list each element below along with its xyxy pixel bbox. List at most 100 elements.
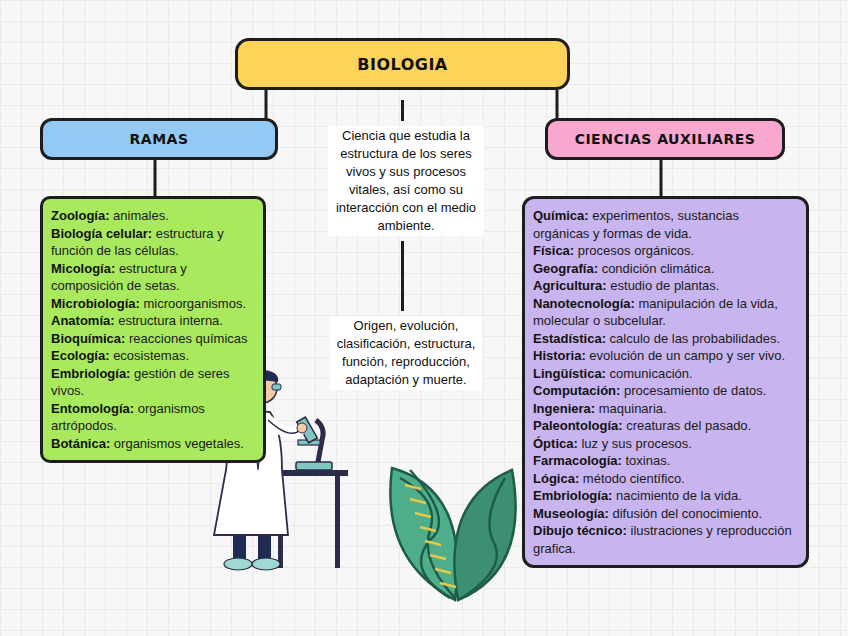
definition: estructura interna. (115, 313, 223, 328)
shoe (224, 558, 252, 570)
term: Lógica: (533, 471, 579, 486)
auxiliary-header: CIENCIAS AUXILIARES (545, 118, 785, 160)
list-entry: Ecología: ecosistemas. (51, 347, 255, 365)
list-entry: Química: experimentos, sustancias orgáni… (533, 207, 798, 242)
leader-line (401, 100, 404, 121)
dna-rungs (405, 485, 456, 587)
list-entry: Física: procesos orgánicos. (533, 242, 798, 260)
list-entry: Embriología: nacimiento de la vida. (533, 487, 798, 505)
definition: procesos orgánicos. (574, 243, 694, 258)
definition: microorganismos. (140, 296, 246, 311)
term: Estadística: (533, 331, 606, 346)
dna-rung (425, 541, 441, 545)
definition: procesamiento de datos. (620, 383, 766, 398)
list-entry: Lingüística: comunicación. (533, 365, 798, 383)
term: Geografía: (533, 261, 598, 276)
dna-rung (435, 569, 451, 573)
term: Museología: (533, 506, 609, 521)
definition: toxinas. (622, 453, 670, 468)
leaf (390, 468, 457, 600)
microscope-base (296, 462, 332, 470)
list-entry: Geografía: condición climática. (533, 260, 798, 278)
term: Bioquímica: (51, 331, 125, 346)
dna-rung (420, 527, 436, 531)
definition: método científico. (579, 471, 685, 486)
list-entry: Óptica: luz y sus procesos. (533, 435, 798, 453)
list-entry: Ingeniera: maquinaria. (533, 400, 798, 418)
arm (268, 420, 300, 433)
definition: estudio de plantas. (607, 278, 720, 293)
branch-header: RAMAS (40, 118, 278, 160)
term: Paleontología: (533, 418, 623, 433)
term: Lingüística: (533, 366, 606, 381)
header-text: CIENCIAS AUXILIARES (575, 131, 756, 147)
list-entry: Agricultura: estudio de plantas. (533, 277, 798, 295)
term: Química: (533, 208, 589, 223)
definition: maquinaria. (595, 401, 667, 416)
branches-list-box: Zoología: animales.Biología celular: est… (40, 196, 266, 463)
list-entry: Micología: estructura y composición de s… (51, 260, 255, 295)
glasses (272, 384, 281, 390)
term: Microbiología: (51, 296, 140, 311)
term: Zoología: (51, 208, 110, 223)
definition: luz y sus procesos. (578, 436, 692, 451)
term: Agricultura: (533, 278, 607, 293)
header-text: RAMAS (130, 131, 189, 147)
leader-line (401, 241, 404, 311)
term: Embriología: (533, 488, 612, 503)
term: Historia: (533, 348, 586, 363)
definition: condición climática. (598, 261, 714, 276)
list-entry: Farmacología: toxinas. (533, 452, 798, 470)
list-entry: Microbiología: microorganismos. (51, 295, 255, 313)
dna-rung (430, 555, 446, 559)
list-entry: Zoología: animales. (51, 207, 255, 225)
definition: nacimiento de la vida. (612, 488, 741, 503)
title-box: BIOLOGIA (235, 38, 570, 90)
dna-rung (440, 583, 456, 587)
definition: difusión del conocimiento. (609, 506, 762, 521)
term: Nanotecnología: (533, 296, 635, 311)
term: Micología: (51, 261, 115, 276)
dna-rung (415, 513, 431, 517)
dna-leaves-illustration (390, 468, 515, 600)
list-entry: Bioquímica: reacciones químicas (51, 330, 255, 348)
term: Biología celular: (51, 226, 152, 241)
list-entry: Entomología: organismos artrópodos. (51, 400, 255, 435)
term: Computación: (533, 383, 620, 398)
dna-strand (410, 470, 450, 598)
term: Física: (533, 243, 574, 258)
list-entry: Museología: difusión del conocimiento. (533, 505, 798, 523)
connector (265, 90, 268, 118)
term: Botánica: (51, 436, 110, 451)
term: Dibujo técnico: (533, 523, 627, 538)
connector (154, 160, 157, 196)
hand (297, 423, 307, 433)
definition: reacciones químicas (125, 331, 247, 346)
term: Anatomía: (51, 313, 115, 328)
term: Entomología: (51, 401, 134, 416)
dna-rung (405, 485, 421, 489)
table-leg (335, 476, 340, 568)
description-note: Origen, evolución, clasificación, estruc… (330, 316, 482, 390)
microscope-tube (297, 417, 318, 443)
auxiliary-list-box: Química: experimentos, sustancias orgáni… (522, 196, 809, 568)
list-entry: Lógica: método científico. (533, 470, 798, 488)
term: Óptica: (533, 436, 578, 451)
definition: comunicación. (606, 366, 693, 381)
definition: ecosistemas. (110, 348, 189, 363)
list-entry: Dibujo técnico: ilustraciones y reproduc… (533, 522, 798, 557)
list-entry: Computación: procesamiento de datos. (533, 382, 798, 400)
arm-outline (268, 420, 300, 433)
definition: animales. (110, 208, 169, 223)
connector (660, 160, 663, 196)
list-entry: Estadística: calculo de las probabilidad… (533, 330, 798, 348)
shoe (252, 558, 280, 570)
term: Ecología: (51, 348, 110, 363)
definition: creaturas del pasado. (623, 418, 752, 433)
connector (556, 90, 559, 118)
header-text: BIOLOGIA (357, 55, 447, 74)
list-entry: Botánica: organismos vegetales. (51, 435, 255, 453)
